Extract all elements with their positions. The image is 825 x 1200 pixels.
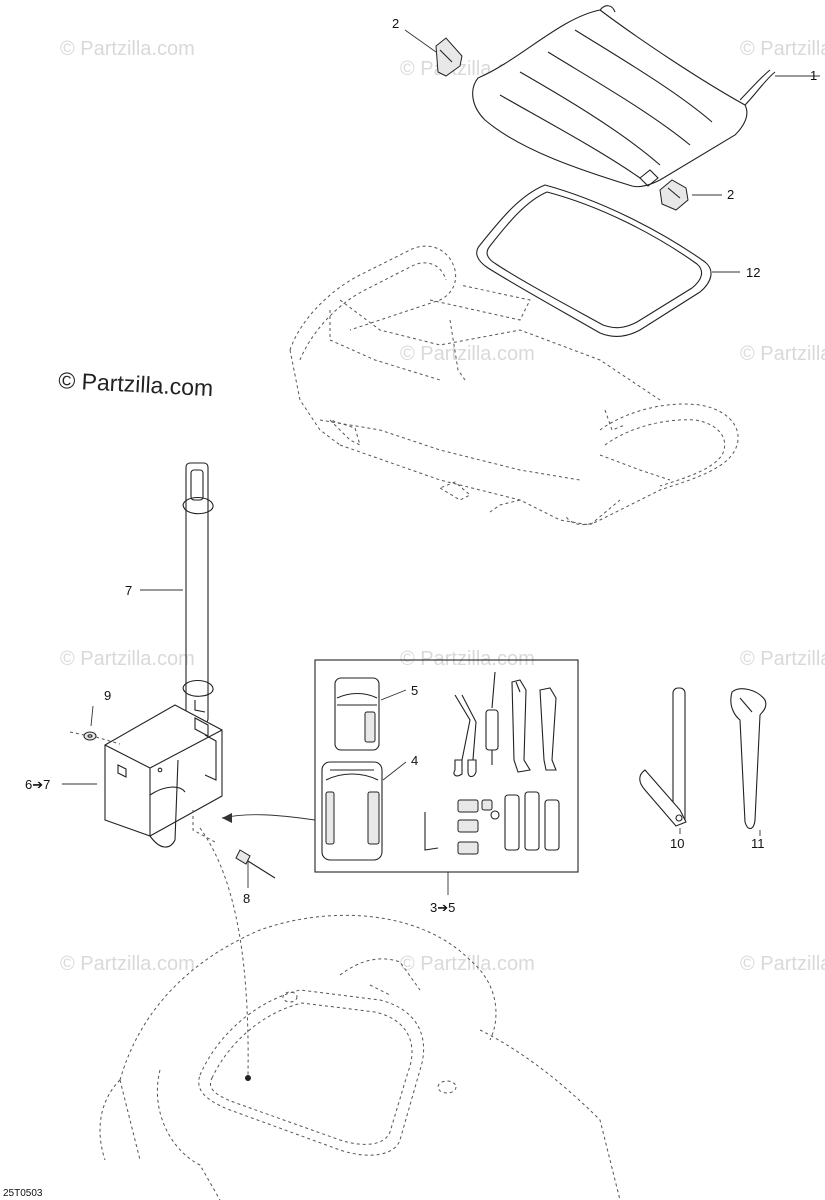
callout-6-7: 6➔7: [25, 777, 50, 792]
watermark: © Partzilla.com: [60, 953, 195, 975]
callout-10: 10: [670, 836, 684, 851]
tool-holder-part: [104, 704, 223, 848]
callout-2: 2: [392, 16, 399, 31]
main-watermark: © Partzilla.com: [58, 367, 214, 401]
callout-8: 8: [243, 891, 250, 906]
watermark: © Partzilla.com: [400, 953, 535, 975]
strap-part: [182, 462, 214, 724]
watermark: © Partzilla.com: [60, 38, 195, 60]
rivet-part: [192, 810, 276, 879]
leader-lines: [62, 29, 820, 895]
tool-kit-frame: [221, 659, 579, 873]
seal-ring-part: [476, 184, 712, 337]
clip-part: [435, 37, 463, 77]
watermark-grid: © Partzilla.com © Partzilla.com © Partzi…: [60, 38, 825, 975]
wrench-tool: [539, 687, 557, 771]
fuse-set: [457, 799, 500, 855]
tool-case-cap-part: [334, 677, 380, 751]
watermark: © Partzilla.com: [740, 953, 825, 975]
tool-part-10: [639, 687, 687, 827]
callout-5: 5: [411, 683, 418, 698]
clip-part: [659, 179, 689, 211]
callout-1: 1: [810, 68, 817, 83]
callout-labels: 2 1 2 12 7 9 6➔7 8 5 4 3➔5 10 11: [25, 16, 817, 915]
callout-11: 11: [751, 836, 765, 851]
watermark: © Partzilla.com: [740, 343, 825, 365]
watermark: © Partzilla.com: [400, 648, 535, 670]
washer-part: [69, 731, 121, 745]
callout-12: 12: [746, 265, 760, 280]
watermark: © Partzilla.com: [740, 38, 825, 60]
callout-3-5: 3➔5: [430, 900, 455, 915]
mount-leader: [199, 827, 249, 1076]
wrench-tool: [511, 679, 531, 773]
callout-7: 7: [125, 583, 132, 598]
callout-2: 2: [727, 187, 734, 202]
callout-4: 4: [411, 753, 418, 768]
watermark: © Partzilla.com: [740, 648, 825, 670]
watermark: © Partzilla.com: [60, 648, 195, 670]
hex-key-tool: [424, 812, 439, 851]
callout-9: 9: [104, 688, 111, 703]
seat-cushion-part: [472, 5, 776, 188]
tool-case-part: [321, 761, 383, 861]
storage-compartment-outline: [99, 914, 621, 1200]
watermark: © Partzilla.com: [400, 343, 535, 365]
pliers-tool: [453, 694, 477, 778]
mount-point: [245, 1075, 251, 1081]
drawing-code: 25T0503: [3, 1188, 43, 1199]
screwdriver-tool: [485, 671, 499, 765]
spark-plug-socket-tool: [504, 791, 560, 851]
wrench-part-11: [730, 688, 767, 830]
frame-outline: [289, 245, 739, 526]
